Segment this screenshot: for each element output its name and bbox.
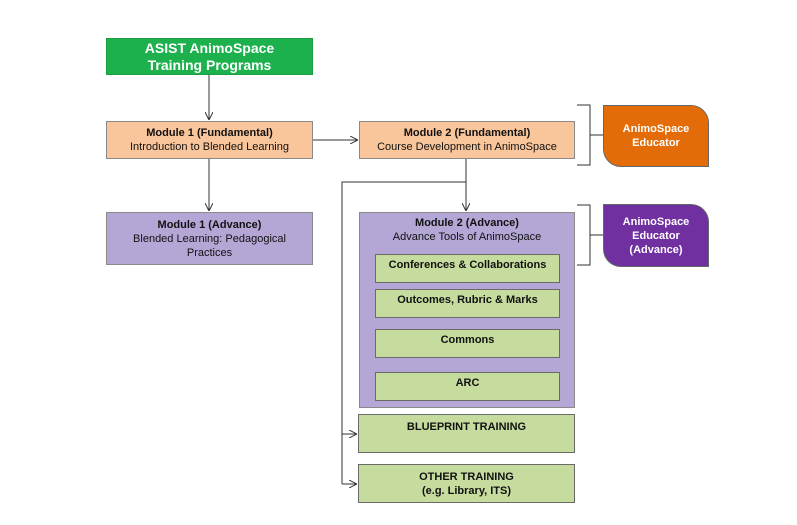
module2-advance-subtitle: Advance Tools of AnimoSpace [392,231,542,243]
title-line2: Training Programs [147,56,272,73]
badge-animospace-educator: AnimoSpace Educator [603,105,709,167]
title-line1: ASIST AnimoSpace [144,39,275,56]
module2-fundamental-heading: Module 2 (Fundamental) [403,127,531,139]
module1-advance-heading: Module 1 (Advance) [157,218,262,231]
tool-conferences: Conferences & Collaborations [375,254,560,283]
other-training-line2: (e.g. Library, ITS) [421,484,512,497]
module2-advance-heading: Module 2 (Advance) [415,217,519,229]
tool-commons: Commons [375,329,560,358]
module2-fundamental-subtitle: Course Development in AnimoSpace [377,141,557,153]
blueprint-training-label: BLUEPRINT TRAINING [406,421,527,433]
other-training-box: OTHER TRAINING (e.g. Library, ITS) [358,464,575,503]
tool-arc-label: ARC [455,377,480,389]
module1-advance-subtitle-line2: Practices [186,246,233,259]
badge-educator-advance-line3: (Advance) [629,243,683,256]
badge-educator-line1: AnimoSpace [622,123,690,135]
badge-educator-advance-line2: Educator [632,229,680,242]
bracket-educator-advance [577,204,591,266]
badge-educator-advance-line1: AnimoSpace [622,215,690,228]
tool-outcomes: Outcomes, Rubric & Marks [375,289,560,318]
tool-arc: ARC [375,372,560,401]
badge-educator-line2: Educator [632,137,680,149]
blueprint-training-box: BLUEPRINT TRAINING [358,414,575,453]
tool-commons-label: Commons [440,334,495,346]
badge-animospace-educator-advance: AnimoSpace Educator (Advance) [603,204,709,267]
other-training-line1: OTHER TRAINING [419,470,514,483]
module1-advance-subtitle-line1: Blended Learning: Pedagogical [133,232,286,245]
module2-fundamental-box: Module 2 (Fundamental) Course Developmen… [359,121,575,159]
tool-outcomes-label: Outcomes, Rubric & Marks [397,294,538,306]
module1-advance-box: Module 1 (Advance) Blended Learning: Ped… [106,212,313,265]
title-box: ASIST AnimoSpace Training Programs [106,38,313,75]
module1-fundamental-box: Module 1 (Fundamental) Introduction to B… [106,121,313,159]
module1-fundamental-subtitle: Introduction to Blended Learning [129,141,289,153]
connector-branch [341,181,466,484]
bracket-educator [577,104,591,166]
module1-fundamental-heading: Module 1 (Fundamental) [146,127,273,139]
tool-conferences-label: Conferences & Collaborations [388,259,547,271]
